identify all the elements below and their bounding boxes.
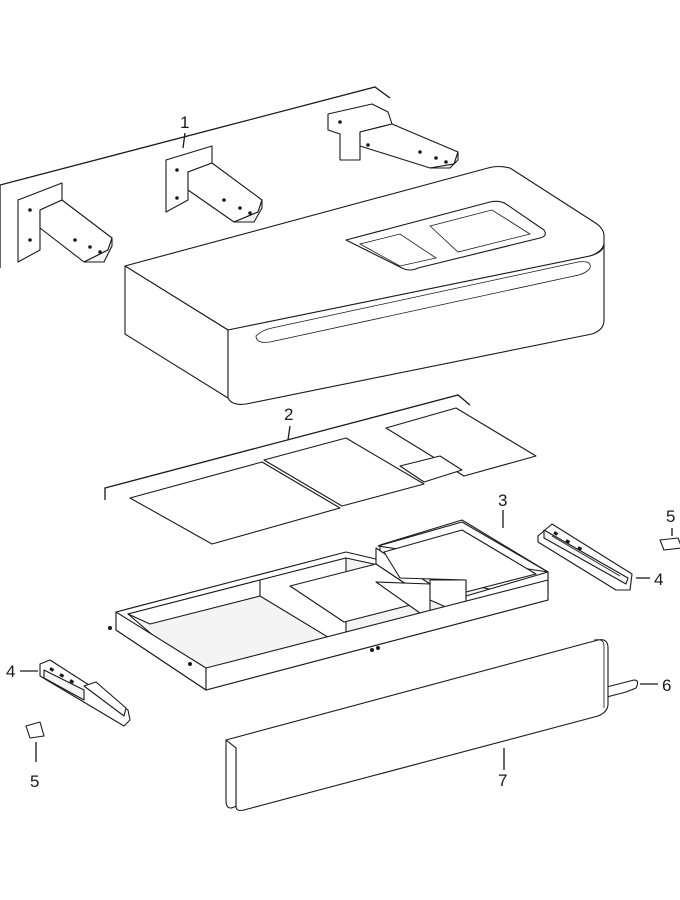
cabinet-handle-groove [255,261,591,343]
part-1-wall-brackets [0,86,459,268]
part-2-drawer-mats [104,394,537,545]
wall-bracket-middle [165,145,263,223]
callout-2: 2 [284,405,293,424]
callout-7: 7 [498,771,507,790]
callout-4-right: 4 [654,570,663,589]
part-3-drawer [108,510,549,691]
wall-bracket-left [17,182,113,263]
leader-2 [287,425,291,441]
mat-small [399,455,463,483]
basin-left-bowl [358,233,438,267]
vanity-cabinet [124,165,605,405]
basin-outline [345,200,546,271]
callout-1: 1 [180,113,189,132]
mat-left [129,461,341,545]
basin-right-bowl [429,209,532,253]
part-4-runner-right [537,523,650,591]
part-7-drawer-front [225,639,609,812]
group-line-1 [0,86,391,186]
callout-5-left: 5 [30,772,39,791]
part-5-cover-right [659,528,680,551]
callout-4-left: 4 [6,662,15,681]
callout-6: 6 [662,676,671,695]
drawer-front-rail [205,579,549,691]
mat-middle [263,437,425,507]
part-4-runner-left [20,659,131,727]
part-5-cover-left [25,721,45,762]
leader-1 [182,132,186,149]
group-line-2 [104,394,471,500]
callout-5-right: 5 [666,507,675,526]
wall-bracket-right [327,103,459,169]
callout-3: 3 [498,491,507,510]
cabinet-front [227,243,605,405]
